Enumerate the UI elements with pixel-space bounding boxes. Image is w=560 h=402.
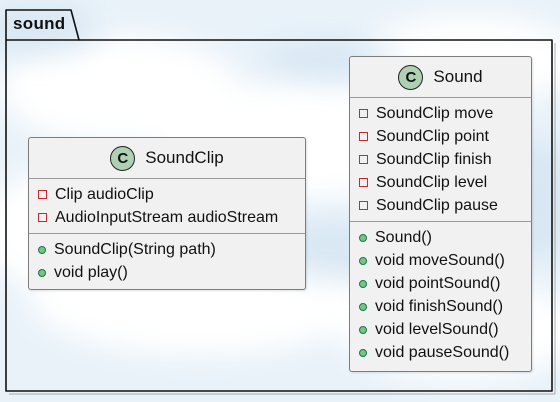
field-text: SoundClip point xyxy=(376,127,489,145)
method-row: Sound() xyxy=(359,226,531,249)
class-name: Sound xyxy=(433,67,483,86)
class-stereotype-icon: C xyxy=(110,145,136,171)
field-row: Clip audioClip xyxy=(38,183,305,206)
method-text: void pauseSound() xyxy=(375,343,510,361)
private-visibility-icon xyxy=(359,132,368,141)
method-row: void play() xyxy=(38,261,305,284)
method-text: void play() xyxy=(54,263,128,281)
methods-section: Sound() void moveSound() void pointSound… xyxy=(350,221,531,368)
private-visibility-icon xyxy=(38,190,47,199)
class-sound[interactable]: C Sound SoundClip move SoundClip point S… xyxy=(349,56,532,372)
field-text: SoundClip pause xyxy=(376,196,498,214)
method-row: SoundClip(String path) xyxy=(38,238,305,261)
field-row: SoundClip move xyxy=(359,102,531,125)
public-visibility-icon xyxy=(38,245,46,254)
method-row: void finishSound() xyxy=(359,295,531,318)
method-text: void moveSound() xyxy=(375,251,505,269)
field-row: SoundClip level xyxy=(359,171,531,194)
method-row: void moveSound() xyxy=(359,249,531,272)
field-row: SoundClip pause xyxy=(359,194,531,217)
field-row: SoundClip point xyxy=(359,125,531,148)
public-visibility-icon xyxy=(359,279,367,288)
private-visibility-icon xyxy=(359,178,368,187)
private-visibility-icon xyxy=(359,109,368,118)
public-visibility-icon xyxy=(359,302,367,311)
method-text: void levelSound() xyxy=(375,320,499,338)
method-text: void pointSound() xyxy=(375,274,501,292)
public-visibility-icon xyxy=(38,268,46,277)
field-text: Clip audioClip xyxy=(55,185,154,203)
public-visibility-icon xyxy=(359,256,367,265)
method-text: SoundClip(String path) xyxy=(54,240,216,258)
field-text: SoundClip finish xyxy=(376,150,492,168)
class-soundclip[interactable]: C SoundClip Clip audioClip AudioInputStr… xyxy=(28,137,306,290)
class-header: C Sound xyxy=(350,57,531,98)
method-row: void pauseSound() xyxy=(359,341,531,364)
field-text: SoundClip move xyxy=(376,104,494,122)
fields-section: SoundClip move SoundClip point SoundClip… xyxy=(350,98,531,221)
method-row: void levelSound() xyxy=(359,318,531,341)
methods-section: SoundClip(String path) void play() xyxy=(29,233,305,288)
public-visibility-icon xyxy=(359,233,367,242)
private-visibility-icon xyxy=(359,201,368,210)
class-stereotype-icon: C xyxy=(398,64,424,90)
fields-section: Clip audioClip AudioInputStream audioStr… xyxy=(29,179,305,233)
field-row: AudioInputStream audioStream xyxy=(38,206,305,229)
class-name: SoundClip xyxy=(145,148,224,167)
public-visibility-icon xyxy=(359,348,367,357)
private-visibility-icon xyxy=(38,213,47,222)
method-row: void pointSound() xyxy=(359,272,531,295)
method-text: void finishSound() xyxy=(375,297,504,315)
field-text: SoundClip level xyxy=(376,173,488,191)
class-header: C SoundClip xyxy=(29,138,305,179)
field-text: AudioInputStream audioStream xyxy=(55,208,279,226)
private-visibility-icon xyxy=(359,155,368,164)
public-visibility-icon xyxy=(359,325,367,334)
field-row: SoundClip finish xyxy=(359,148,531,171)
method-text: Sound() xyxy=(375,228,432,246)
package-name: sound xyxy=(13,14,66,33)
